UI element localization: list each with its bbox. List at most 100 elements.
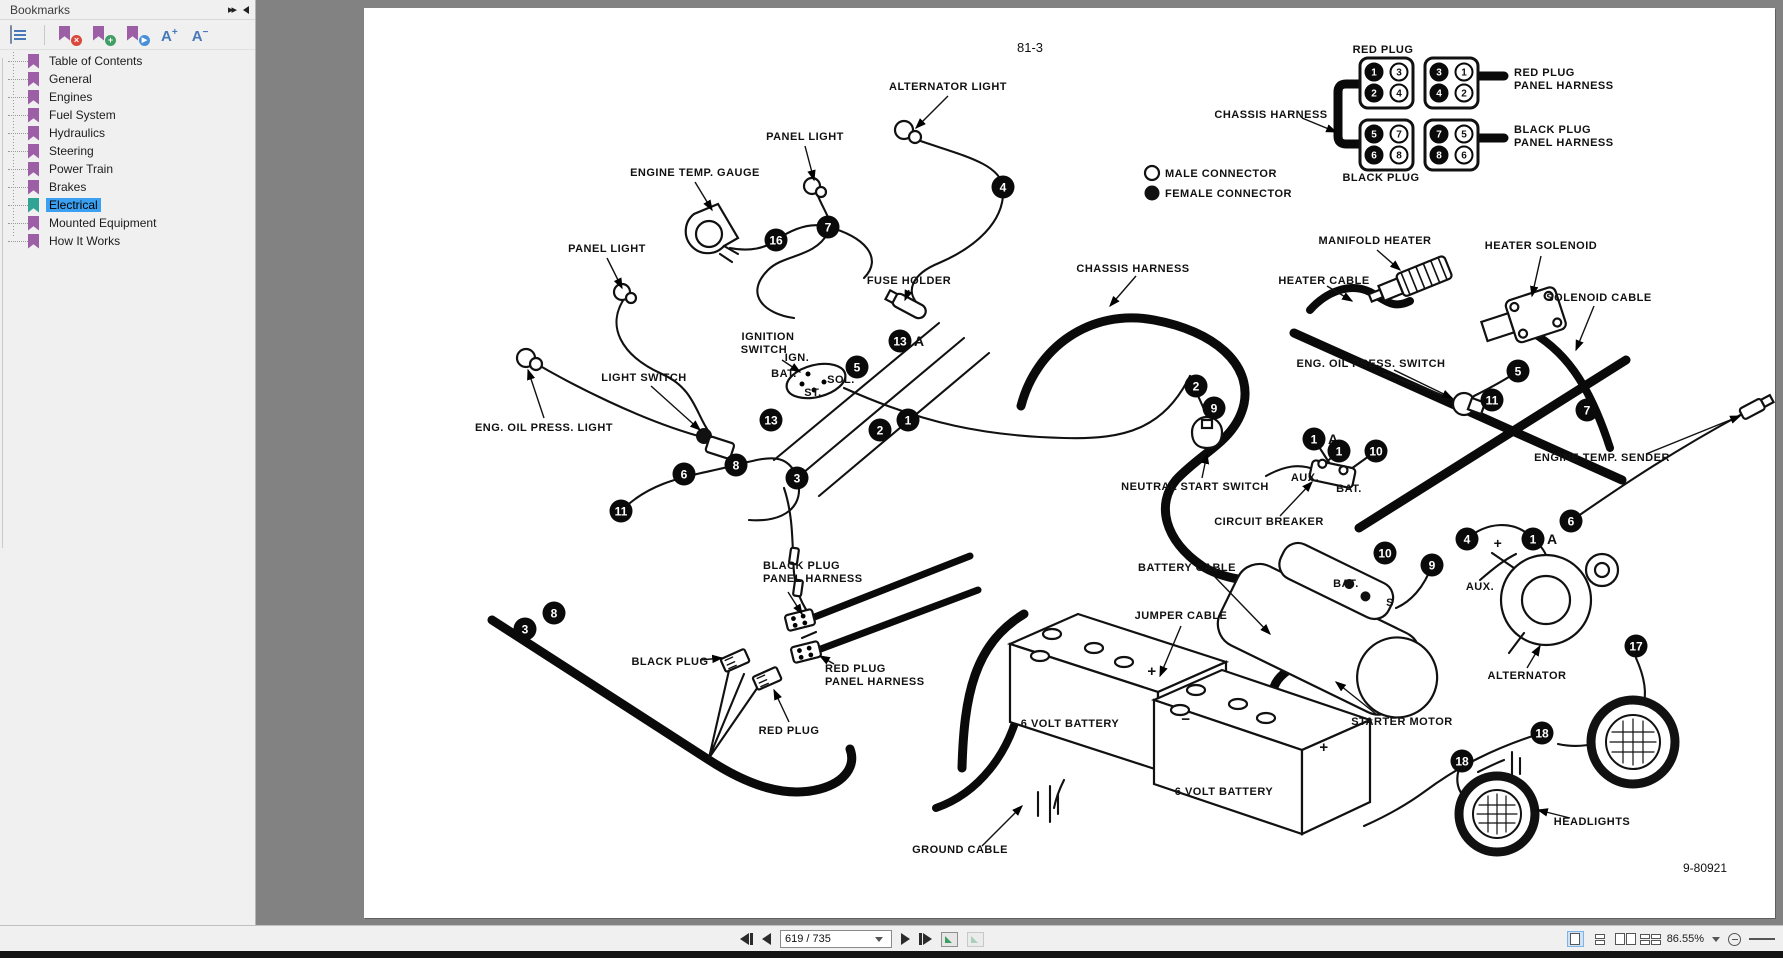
headlight xyxy=(1586,695,1680,789)
svg-text:1: 1 xyxy=(1371,68,1377,79)
next-view-button[interactable] xyxy=(967,931,984,947)
bookmark-item-brakes[interactable]: Brakes xyxy=(0,178,255,196)
dock-arrow-icon[interactable] xyxy=(243,5,249,14)
label-heater-cable: HEATER CABLE xyxy=(1278,275,1369,287)
bookmark-icon xyxy=(28,161,39,177)
zoom-dropdown-caret-icon[interactable] xyxy=(1712,936,1720,942)
callout-9: 9 xyxy=(1202,396,1226,420)
svg-text:17: 17 xyxy=(1629,640,1643,654)
alternator-light-bulb xyxy=(893,119,923,145)
svg-text:PANEL HARNESS: PANEL HARNESS xyxy=(825,676,925,688)
male-connector-icon xyxy=(1143,164,1161,182)
bookmarks-panel: Bookmarks ▸▸ × + ▶ A+ A− Table of Conten… xyxy=(0,0,256,925)
first-page-button[interactable] xyxy=(740,933,753,945)
label-red-plug: RED PLUG xyxy=(759,725,820,737)
bookmarks-title: Bookmarks xyxy=(10,2,71,17)
bookmark-icon xyxy=(59,25,70,41)
svg-text:2: 2 xyxy=(1371,89,1377,100)
svg-text:11: 11 xyxy=(615,505,628,519)
callout-18: 18 xyxy=(1530,721,1554,745)
bookmark-icon xyxy=(28,215,39,231)
label-fuse-holder: FUSE HOLDER xyxy=(867,275,951,287)
svg-text:2: 2 xyxy=(1461,89,1467,100)
label-red-plug: RED PLUG xyxy=(1353,44,1414,56)
bookmark-item-hydraulics[interactable]: Hydraulics xyxy=(0,124,255,142)
svg-text:1: 1 xyxy=(1530,533,1537,547)
bookmark-item-electrical[interactable]: Electrical xyxy=(0,196,255,214)
callout-3: 3 xyxy=(513,617,537,641)
delete-bookmark-button[interactable]: × xyxy=(59,25,82,46)
two-page-view-button[interactable] xyxy=(1614,931,1636,947)
bookmark-item-engines[interactable]: Engines xyxy=(0,88,255,106)
label-aux: AUX. xyxy=(1466,581,1494,593)
taskbar-strip xyxy=(0,951,1783,958)
bookmark-item-general[interactable]: General xyxy=(0,70,255,88)
previous-view-button[interactable] xyxy=(941,931,958,947)
bookmark-item-steering[interactable]: Steering xyxy=(0,142,255,160)
continuous-view-button[interactable] xyxy=(1592,931,1609,947)
callout-17: 17 xyxy=(1624,634,1648,658)
svg-text:MALE CONNECTOR: MALE CONNECTOR xyxy=(1165,168,1277,180)
single-page-view-button[interactable] xyxy=(1566,931,1584,947)
bookmark-icon xyxy=(28,143,39,159)
two-page-continuous-view-button[interactable] xyxy=(1639,931,1661,947)
callout-5: 5 xyxy=(845,355,869,379)
svg-text:+: + xyxy=(1147,663,1156,680)
callout-7: 7 xyxy=(1575,398,1599,422)
zoom-slider[interactable] xyxy=(1749,938,1775,940)
label-alternator-light: ALTERNATOR LIGHT xyxy=(889,81,1007,93)
label-6v-battery: 6 VOLT BATTERY xyxy=(1175,786,1274,798)
bookmark-item-table-of-contents[interactable]: Table of Contents xyxy=(0,52,255,70)
bookmark-item-power-train[interactable]: Power Train xyxy=(0,160,255,178)
zoom-level[interactable]: 86.55% xyxy=(1666,933,1704,945)
engine-temp-sender-symbol xyxy=(1738,393,1775,420)
label-ignition-switch: SWITCH xyxy=(741,344,787,356)
svg-text:−: − xyxy=(1181,711,1190,728)
panel-rail-line xyxy=(2,58,3,548)
tree-branch xyxy=(8,240,28,242)
next-page-button[interactable] xyxy=(901,933,910,945)
last-page-button[interactable] xyxy=(919,933,932,945)
red-plug-symbol xyxy=(751,666,783,691)
label-black-plug-panel-harness: BLACK PLUG xyxy=(1514,124,1591,136)
goto-bookmark-button[interactable]: ▶ xyxy=(127,25,150,46)
diagram-labels: ALTERNATOR LIGHT PANEL LIGHT ENGINE TEMP… xyxy=(475,44,1669,856)
page-number: 81-3 xyxy=(1017,40,1043,55)
callout-10: 10 xyxy=(1364,439,1388,463)
svg-text:13: 13 xyxy=(893,335,907,349)
bookmark-item-how-it-works[interactable]: How It Works xyxy=(0,232,255,250)
tree-branch xyxy=(8,114,28,116)
previous-page-button[interactable] xyxy=(762,933,771,945)
decrease-text-size-button[interactable]: A− xyxy=(191,26,209,45)
svg-text:1: 1 xyxy=(905,414,912,428)
options-button[interactable] xyxy=(10,24,30,44)
label-jumper-cable: JUMPER CABLE xyxy=(1135,610,1228,622)
svg-text:5: 5 xyxy=(854,361,861,375)
svg-text:1: 1 xyxy=(1336,445,1343,459)
bookmark-item-mounted-equipment[interactable]: Mounted Equipment xyxy=(0,214,255,232)
inline-connector xyxy=(792,578,804,598)
page-number-input[interactable] xyxy=(785,933,871,945)
add-bookmark-button[interactable]: + xyxy=(93,25,116,46)
label-neutral-start-switch: NEUTRAL START SWITCH xyxy=(1121,481,1269,493)
increase-text-size-button[interactable]: A+ xyxy=(161,26,178,45)
svg-text:18: 18 xyxy=(1535,727,1549,741)
zoom-out-button[interactable] xyxy=(1728,932,1741,946)
starter-motor-symbol xyxy=(1216,541,1439,719)
oil-press-light-bulb xyxy=(515,347,544,372)
page-dropdown-caret-icon[interactable] xyxy=(875,936,883,942)
svg-text:11: 11 xyxy=(1486,394,1499,408)
bookmark-icon xyxy=(28,125,39,141)
headlight xyxy=(1454,771,1540,857)
collapse-panel-icon[interactable]: ▸▸ xyxy=(227,4,237,16)
neutral-start-switch-symbol xyxy=(1190,415,1224,450)
callout-16: 16 xyxy=(764,228,788,252)
svg-text:6: 6 xyxy=(1568,515,1575,529)
bookmark-item-fuel-system[interactable]: Fuel System xyxy=(0,106,255,124)
label-chassis-harness: CHASSIS HARNESS xyxy=(1076,263,1189,275)
